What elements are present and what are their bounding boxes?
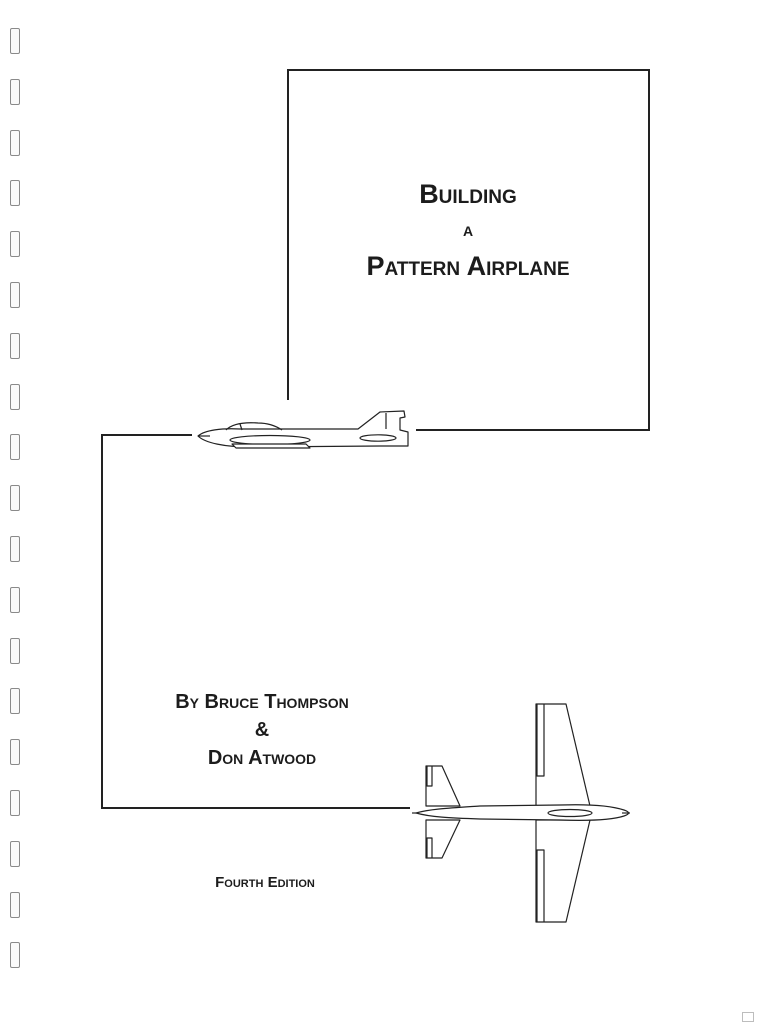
page-corner-mark: [742, 1012, 754, 1022]
binding-hole: [10, 282, 20, 308]
connector-frame-line: [101, 434, 410, 809]
side-view-airplane: [197, 410, 409, 449]
binding-hole: [10, 485, 20, 512]
binding-hole: [10, 434, 20, 461]
binding-hole: [10, 891, 20, 918]
title-line-a: a: [462, 219, 474, 241]
binding-hole: [10, 790, 20, 816]
title-line-building: Building: [419, 179, 517, 209]
binding-hole: [10, 180, 20, 207]
binding-hole: [10, 536, 20, 562]
top-view-airplane: [412, 703, 630, 923]
binding-hole: [10, 942, 20, 969]
binding-hole: [10, 383, 20, 410]
edition-label: Fourth Edition: [215, 874, 315, 891]
author-line-don-atwood: Don Atwood: [207, 747, 317, 769]
binding-hole: [10, 129, 20, 156]
binding-hole: [10, 78, 20, 105]
author-ampersand: &: [254, 719, 270, 741]
binding-hole: [10, 28, 20, 54]
binding-hole: [10, 637, 20, 664]
binding-hole: [10, 586, 20, 613]
binding-hole: [10, 332, 20, 359]
spiral-binding-holes: [10, 28, 22, 978]
cover-authors: By Bruce Thompson & Don Atwood: [130, 688, 394, 772]
binding-hole: [10, 739, 20, 766]
author-line-bruce-thompson: By Bruce Thompson: [175, 691, 349, 713]
cover-title: Building a Pattern Airplane: [290, 176, 646, 284]
binding-hole: [10, 688, 20, 715]
title-line-pattern-airplane: Pattern Airplane: [366, 251, 570, 281]
binding-hole: [10, 231, 20, 258]
binding-hole: [10, 840, 20, 867]
title-frame-line: [287, 69, 650, 431]
